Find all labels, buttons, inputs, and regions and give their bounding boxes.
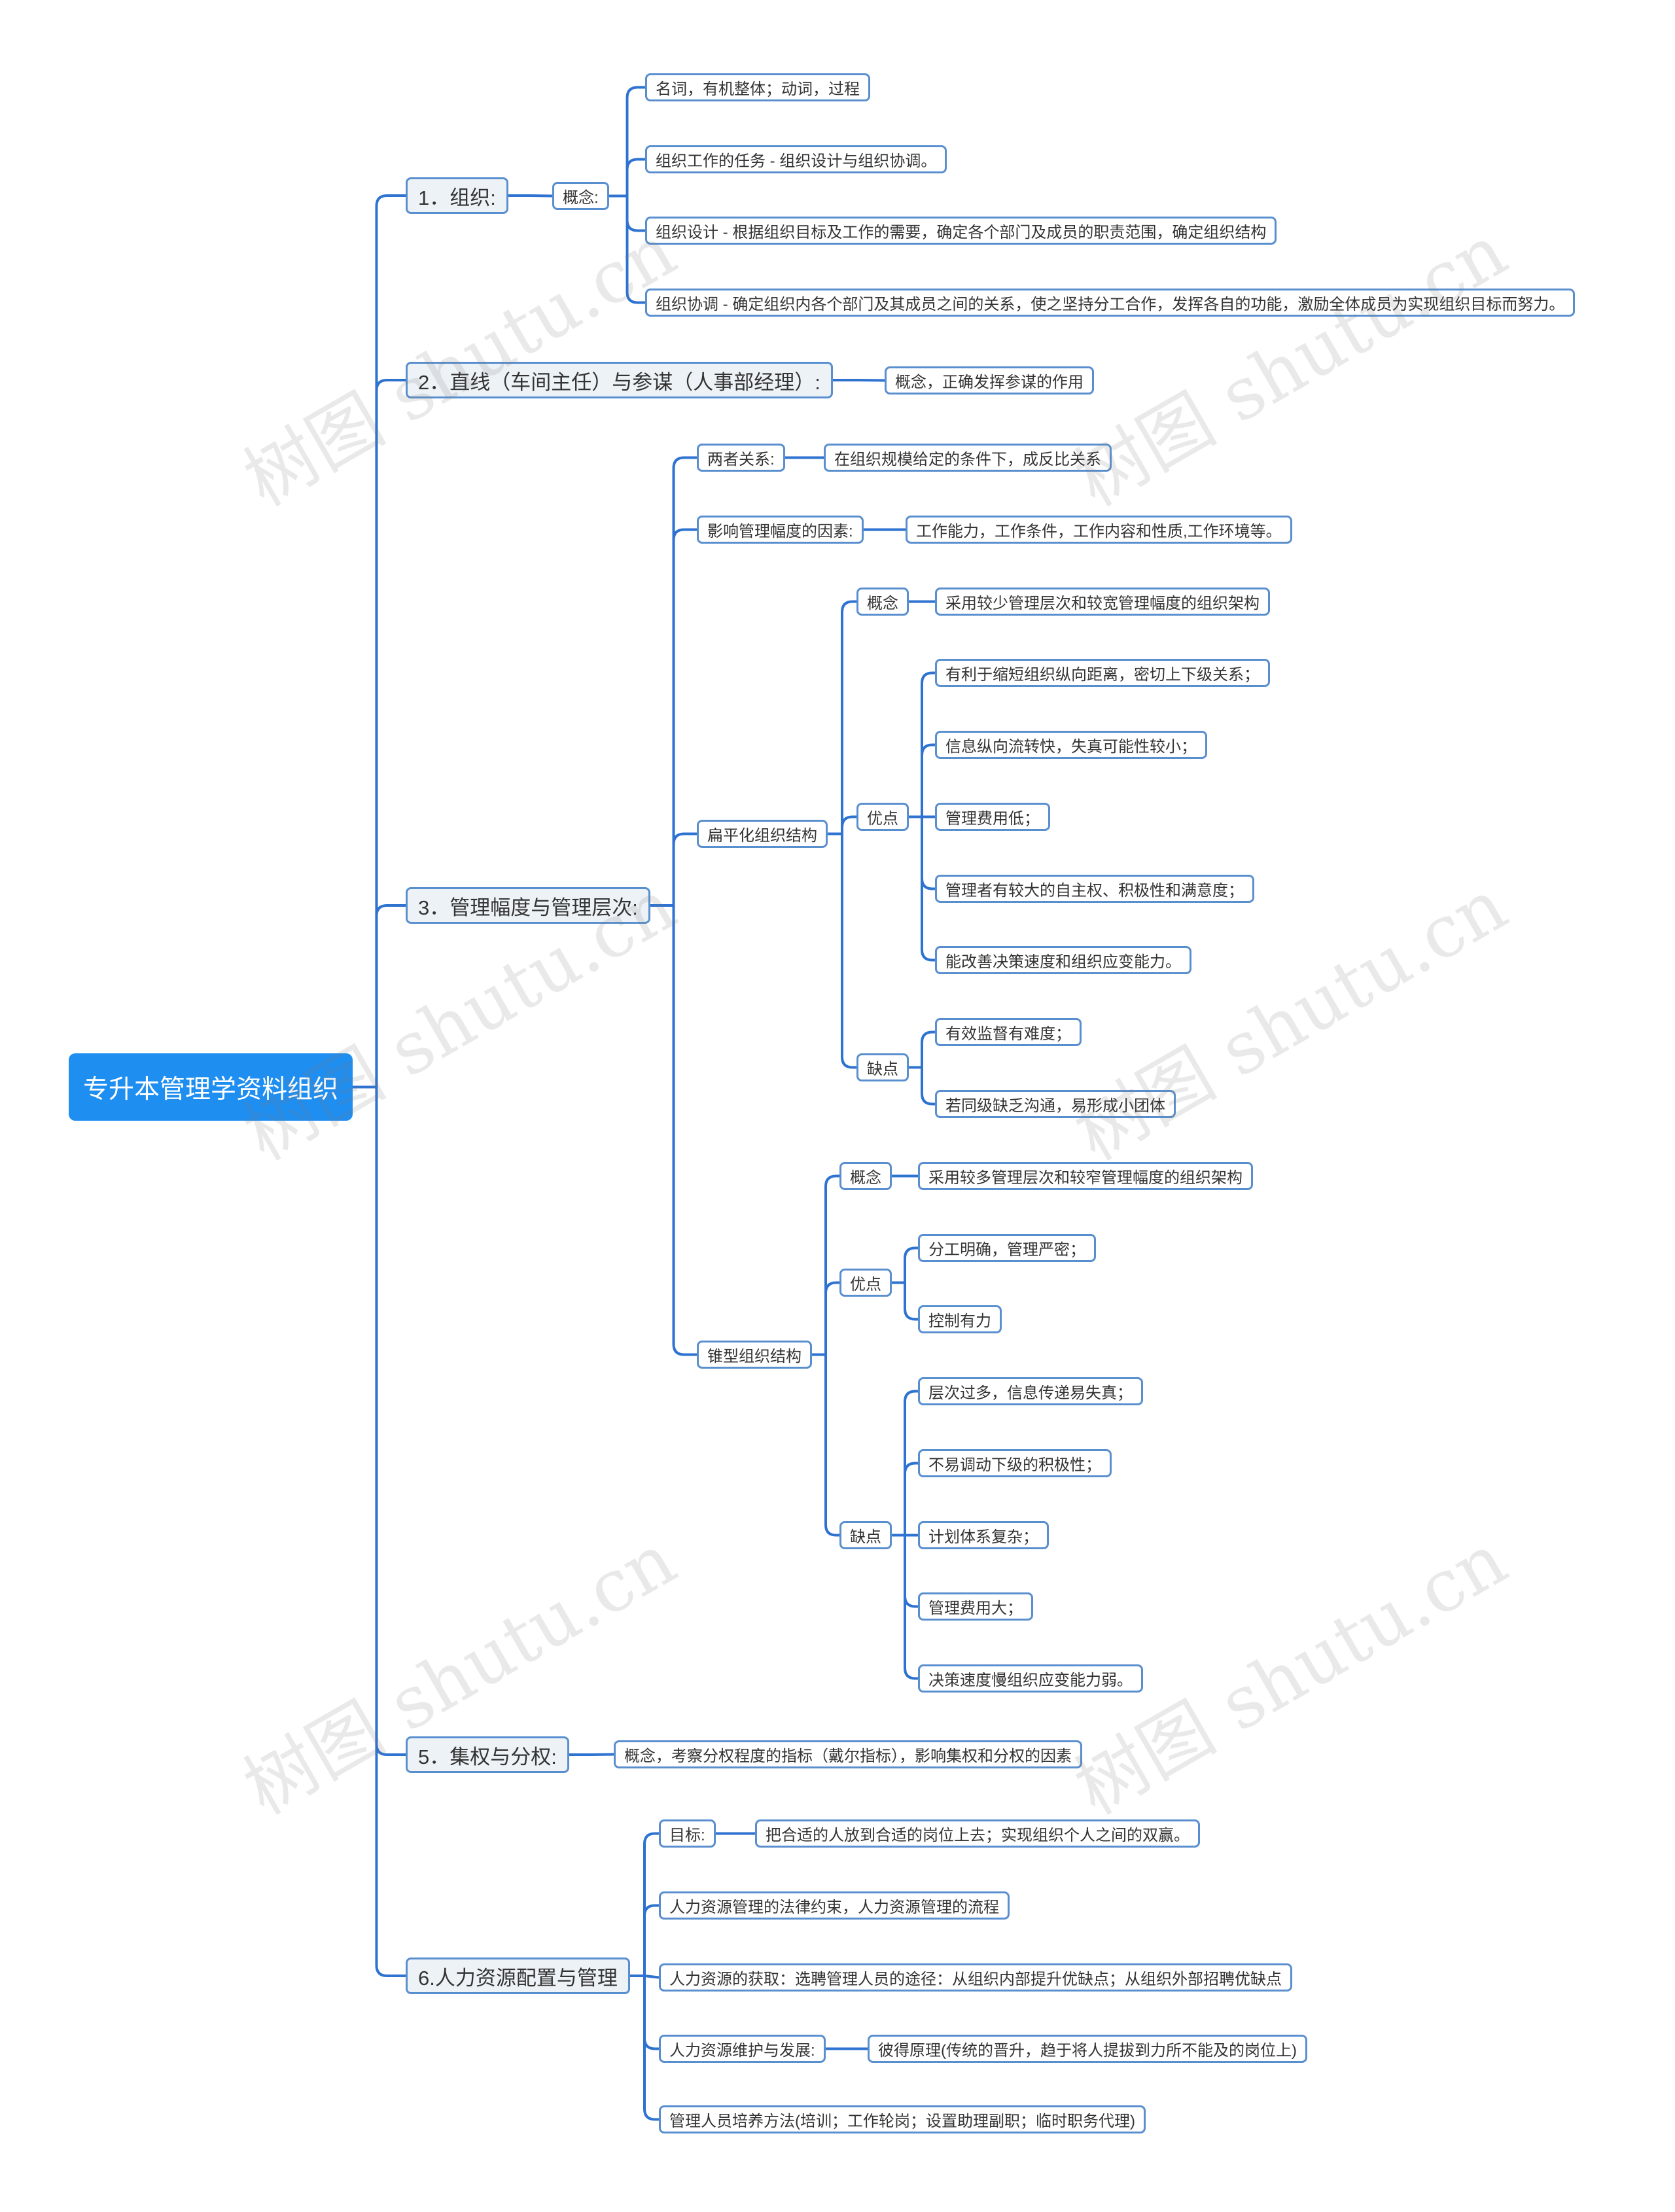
organization-concept[interactable]: 概念: [552,182,609,210]
connector-line [672,456,698,907]
branch-line-staff[interactable]: 2．直线（车间主任）与参谋（人事部经理）: [406,362,833,398]
flat-advantages[interactable]: 优点 [856,803,909,831]
tall-disadvantage-item[interactable]: 计划体系复杂； [918,1521,1049,1549]
organization-design[interactable]: 组织设计 - 根据组织目标及工作的需要，确定各个部门及成员的职责范围，确定组织结… [645,217,1277,245]
connector-line [921,671,936,818]
connector-line [841,815,858,835]
span-factors-detail[interactable]: 工作能力，工作条件，工作内容和性质,工作环境等。 [906,516,1292,544]
connector-line [904,1281,919,1321]
hr-goal-detail[interactable]: 把合适的人放到合适的岗位上去；实现组织个人之间的双赢。 [755,1819,1200,1848]
connector-line [921,743,936,818]
connector-line [921,1030,936,1069]
flat-disadvantage-item[interactable]: 有效监督有难度； [935,1018,1082,1046]
hr-law-process[interactable]: 人力资源管理的法律约束，人力资源管理的流程 [659,1891,1010,1920]
tall-disadvantage-item[interactable]: 层次过多，信息传递易失真； [918,1377,1143,1405]
tall-advantage-item[interactable]: 控制有力 [918,1305,1002,1333]
hr-maintenance[interactable]: 人力资源维护与发展: [659,2035,826,2063]
connector-line [643,1975,660,2121]
flat-advantage-item[interactable]: 能改善决策速度和组织应变能力。 [935,946,1191,974]
organization-coordination[interactable]: 组织协调 - 确定组织内各个部门及其成员之间的关系，使之坚持分工合作，发挥各自的… [645,289,1576,317]
flat-structure[interactable]: 扁平化组织结构 [697,820,828,848]
tall-disadvantage-item[interactable]: 决策速度慢组织应变能力弱。 [918,1664,1143,1693]
connector-line [626,158,646,198]
hr-goal[interactable]: 目标: [659,1819,716,1848]
organization-concept-noun-verb[interactable]: 名词，有机整体；动词，过程 [645,73,870,101]
tall-concept[interactable]: 概念 [839,1162,892,1190]
flat-disadvantage-item[interactable]: 若同级缺乏沟通，易形成小团体 [935,1090,1176,1118]
connector-line [375,904,407,1089]
peter-principle[interactable]: 彼得原理(传统的晋升，趋于将人提拔到力所不能及的岗位上) [868,2035,1307,2063]
line-staff-concept[interactable]: 概念，正确发挥参谋的作用 [885,366,1094,395]
tall-disadvantages[interactable]: 缺点 [839,1521,892,1549]
connector-line [672,904,698,1356]
tall-concept-detail[interactable]: 采用较多管理层次和较窄管理幅度的组织架构 [918,1162,1253,1190]
connector-line [841,832,858,1069]
connector-line [672,832,698,907]
branch-centralization[interactable]: 5．集权与分权: [406,1736,569,1773]
connector-line [904,1534,919,1680]
tall-structure[interactable]: 锥型组织结构 [697,1341,812,1369]
hr-acquisition[interactable]: 人力资源的获取：选聘管理人员的途径：从组织内部提升优缺点；从组织外部招聘优缺点 [659,1963,1292,1992]
branch-human-resources[interactable]: 6.人力资源配置与管理 [406,1957,630,1994]
manager-training[interactable]: 管理人员培养方法(培训；工作轮岗；设置助理副职；临时职务代理) [659,2105,1146,2133]
flat-concept-detail[interactable]: 采用较少管理层次和较宽管理幅度的组织架构 [935,588,1270,616]
flat-advantage-item[interactable]: 有利于缩短组织纵向距离，密切上下级关系； [935,659,1270,687]
tall-advantage-item[interactable]: 分工明确，管理严密； [918,1234,1096,1262]
relationship-detail[interactable]: 在组织规模给定的条件下，成反比关系 [824,444,1112,472]
root-topic[interactable]: 专升本管理学资料组织 [69,1053,353,1121]
connector-line [626,86,646,198]
connector-line [824,1353,841,1537]
connector-line [921,1066,936,1106]
connector-line [626,194,646,304]
flat-advantage-item[interactable]: 管理者有较大的自主权、积极性和满意度； [935,875,1254,903]
connector-line [375,379,407,1089]
connector-line [643,1904,660,1977]
connector-line [672,528,698,907]
connector-line [904,1462,919,1537]
flat-disadvantages[interactable]: 缺点 [856,1053,909,1081]
connector-line [904,1246,919,1284]
branch-organization[interactable]: 1．组织: [406,177,508,214]
flat-advantage-item[interactable]: 信息纵向流转快，失真可能性较小； [935,731,1207,759]
centralization-concept[interactable]: 概念，考察分权程度的指标（戴尔指标），影响集权和分权的因素 [614,1740,1082,1768]
tall-advantages[interactable]: 优点 [839,1269,892,1297]
connector-line [904,1390,919,1537]
connector-line [824,1174,841,1356]
flat-advantage-item[interactable]: 管理费用低； [935,803,1050,831]
relationship[interactable]: 两者关系: [697,444,785,472]
connector-line [375,1085,407,1977]
connector-line [643,1832,660,1977]
flat-concept[interactable]: 概念 [856,588,909,616]
connector-line [921,815,936,962]
connector-line [857,379,886,382]
connector-line [824,1281,841,1356]
organization-task[interactable]: 组织工作的任务 - 组织设计与组织协调。 [645,145,947,173]
tall-disadvantage-item[interactable]: 管理费用大； [918,1592,1033,1621]
tall-disadvantage-item[interactable]: 不易调动下级的积极性； [918,1449,1112,1477]
connector-line [841,600,858,835]
connector-line [643,1975,660,1979]
branch-span-levels[interactable]: 3．管理幅度与管理层次: [406,887,650,924]
connector-line [375,194,407,1089]
span-factors[interactable]: 影响管理幅度的因素: [697,516,864,544]
